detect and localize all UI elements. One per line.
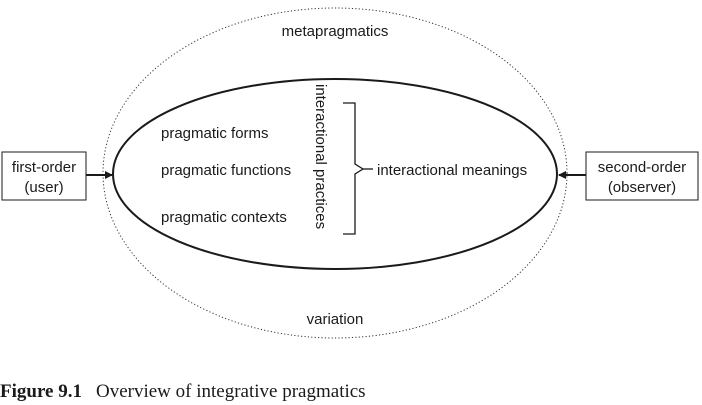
figure-number: Figure 9.1 bbox=[0, 381, 82, 402]
outer-dotted-ellipse bbox=[102, 7, 568, 339]
interactional-meanings-label: interactional meanings bbox=[377, 162, 527, 179]
metapragmatics-label: metapragmatics bbox=[282, 23, 389, 40]
pragmatic-forms-label: pragmatic forms bbox=[161, 125, 269, 142]
observer-label: (observer) bbox=[608, 179, 676, 196]
pragmatic-contexts-label: pragmatic contexts bbox=[161, 209, 287, 226]
figure-title: Overview of integrative pragmatics bbox=[95, 381, 366, 402]
user-label: (user) bbox=[24, 179, 63, 196]
first-order-box bbox=[1, 151, 87, 201]
pragmatic-functions-label: pragmatic functions bbox=[161, 162, 291, 179]
variation-label: variation bbox=[307, 311, 364, 328]
second-order-box bbox=[585, 151, 699, 201]
brace bbox=[343, 102, 365, 235]
first-order-label: first-order bbox=[12, 159, 76, 176]
integrative-pragmatics-diagram: metapragmatics variation pragmatic forms… bbox=[1, 7, 699, 339]
figure-caption: Figure 9.1 Overview of integrative pragma… bbox=[0, 380, 702, 404]
inner-ellipse bbox=[112, 78, 558, 270]
second-order-label: second-order bbox=[598, 159, 686, 176]
interactional-practices-label: interactional practices bbox=[312, 84, 329, 229]
